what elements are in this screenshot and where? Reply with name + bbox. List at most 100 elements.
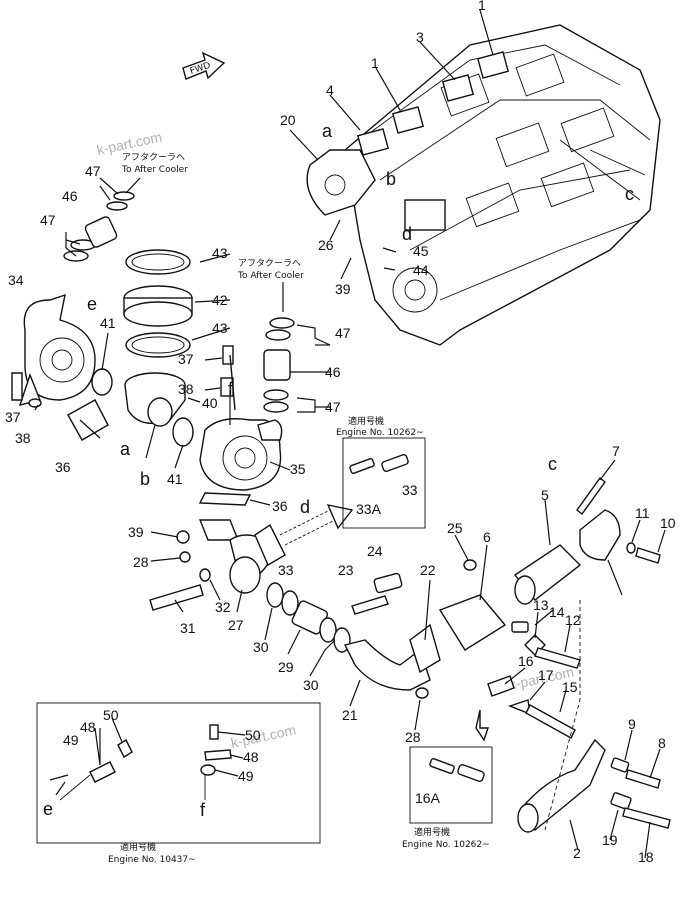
bolt-50-right — [209, 724, 219, 740]
ref-letter-d: d — [300, 497, 310, 517]
leader-after-cooler-left — [125, 177, 141, 194]
callout-17: 17 — [538, 667, 554, 683]
arrow-down-icon — [475, 709, 489, 742]
callout-41: 41 — [167, 471, 183, 487]
clamp-stack — [123, 249, 193, 358]
ref-letter-a: a — [322, 121, 333, 141]
callout-29: 29 — [278, 659, 294, 675]
callout-47: 47 — [325, 399, 341, 415]
bracket-48-right — [204, 749, 232, 761]
callout-42: 42 — [212, 292, 228, 308]
callout-12: 12 — [565, 612, 581, 628]
callout-1: 1 — [478, 0, 486, 13]
callout-43: 43 — [212, 320, 228, 336]
callout-7: 7 — [612, 443, 620, 459]
leader-1 — [544, 600, 581, 831]
callout-27: 27 — [228, 617, 244, 633]
callout-30: 30 — [303, 677, 319, 693]
callout-15: 15 — [562, 679, 578, 695]
callout-2: 2 — [573, 845, 581, 861]
connector-right — [263, 317, 295, 413]
callout-33: 33 — [278, 562, 294, 578]
callout-4: 4 — [326, 82, 334, 98]
connector-left — [63, 191, 135, 262]
bolt-50-left — [117, 738, 133, 759]
callout-48: 48 — [243, 749, 259, 765]
elbow-40 — [124, 345, 234, 447]
ref-letter-b: b — [386, 169, 396, 189]
callout-labels: 1 1 2 3 4 5 6 7 8 9 10 11 12 13 14 15 16… — [5, 0, 676, 865]
ref-letter-b: b — [140, 469, 150, 489]
flange-22 — [409, 623, 441, 674]
callout-5: 5 — [541, 487, 549, 503]
callout-45: 45 — [413, 243, 429, 259]
gasket-7 — [576, 476, 606, 516]
inset-box-16 — [409, 746, 493, 824]
callout-38: 38 — [178, 381, 194, 397]
gasket-ring-left — [91, 368, 113, 396]
callout-8: 8 — [658, 735, 666, 751]
callout-16: 16 — [518, 653, 534, 669]
callout-31: 31 — [180, 620, 196, 636]
callout-28: 28 — [133, 554, 149, 570]
note-after-cooler-jp-right: アフタクーラへ — [238, 258, 301, 269]
note-engine-10262-2: Engine No. 10262~ — [402, 840, 490, 850]
bolt-23 — [351, 595, 389, 615]
bolt-10 — [635, 547, 661, 564]
callout-3: 3 — [416, 29, 424, 45]
leader-lines — [34, 9, 666, 859]
callout-37: 37 — [178, 351, 194, 367]
callout-46: 46 — [62, 188, 78, 204]
washer-left — [28, 398, 42, 408]
callout-39: 39 — [128, 524, 144, 540]
bolt-left — [11, 372, 23, 401]
ref-letter-e: e — [43, 799, 53, 819]
bellows-29 — [266, 582, 351, 653]
callout-1: 1 — [371, 55, 379, 71]
callout-10: 10 — [660, 515, 676, 531]
nut-39-left — [176, 530, 190, 544]
watermark: k-part.com — [229, 722, 297, 751]
callout-14: 14 — [549, 604, 565, 620]
reference-letters: a a b b c c d d e e f f — [43, 121, 634, 820]
callout-16a: 16A — [415, 790, 441, 806]
callout-33a: 33A — [356, 501, 382, 517]
ref-letter-f: f — [200, 800, 206, 820]
callout-33: 33 — [402, 482, 418, 498]
note-after-cooler-en-left: To After Cooler — [121, 165, 188, 175]
bracket-16 — [487, 675, 515, 697]
callout-25: 25 — [447, 520, 463, 536]
elbow-1-right — [579, 509, 621, 561]
note-after-cooler-en-right: To After Cooler — [237, 271, 304, 281]
callout-20: 20 — [280, 112, 296, 128]
ref-letter-f: f — [228, 379, 234, 399]
pipe-6 — [438, 594, 507, 651]
inset-box-48-50 — [36, 702, 321, 844]
inset-part-16a — [429, 758, 455, 774]
washer-11 — [626, 542, 636, 554]
callout-49: 49 — [238, 768, 254, 784]
gasket-left — [67, 399, 109, 441]
bolt-37 — [222, 345, 234, 365]
flange-plate — [198, 519, 240, 541]
callout-35: 35 — [290, 461, 306, 477]
arrow-d-pointer — [279, 504, 354, 546]
callout-49: 49 — [63, 732, 79, 748]
callout-38: 38 — [15, 430, 31, 446]
inset-part-33a — [349, 458, 375, 474]
gasket-right — [198, 492, 252, 506]
callout-50: 50 — [245, 727, 261, 743]
callout-41: 41 — [100, 315, 116, 331]
bolt-8 — [625, 769, 661, 789]
ref-letter-d: d — [402, 224, 412, 244]
bolt-12 — [534, 647, 581, 669]
engine-block — [306, 24, 661, 346]
callout-30: 30 — [253, 639, 269, 655]
washer-32 — [199, 568, 211, 582]
callout-36: 36 — [55, 459, 71, 475]
callout-47: 47 — [85, 163, 101, 179]
pipe-27 — [149, 523, 286, 611]
callout-44: 44 — [413, 262, 429, 278]
callout-21: 21 — [342, 707, 358, 723]
